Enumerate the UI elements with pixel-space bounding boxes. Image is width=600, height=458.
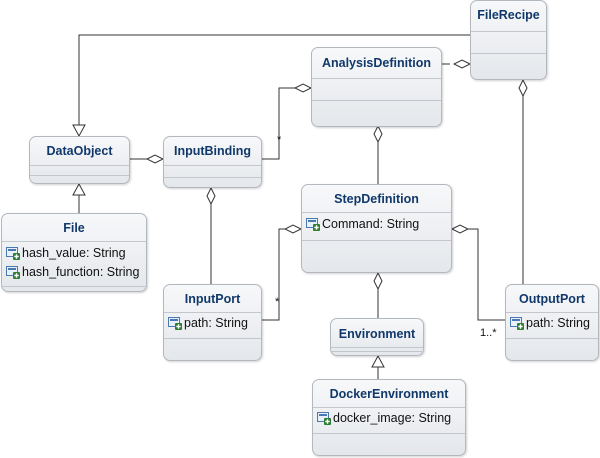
attribute-row[interactable]: hash_value: String xyxy=(6,246,144,260)
attribute-icon xyxy=(306,217,320,231)
class-outputport-title: OutputPort xyxy=(519,292,585,306)
class-outputport-separator xyxy=(506,338,598,339)
diamond-inputbinding xyxy=(145,154,165,164)
class-environment-separator xyxy=(331,351,423,352)
attribute-icon xyxy=(317,411,331,425)
class-inputbinding-title: InputBinding xyxy=(173,144,252,158)
class-stepdefinition[interactable]: StepDefinition Command: String xyxy=(301,184,452,273)
class-file-separator xyxy=(2,286,146,287)
attribute-text: docker_image: String xyxy=(333,411,452,425)
class-inputport-separator xyxy=(164,312,261,313)
multiplicity-outputport-step: 1..* xyxy=(480,327,497,339)
class-environment-separator xyxy=(331,347,423,348)
diamond-filerecipe-bottom xyxy=(518,78,528,98)
class-file-title: File xyxy=(63,221,85,235)
class-dataobject-title: DataObject xyxy=(46,144,113,158)
class-inputport[interactable]: InputPort path: String xyxy=(163,284,262,361)
attribute-icon xyxy=(168,316,182,330)
class-filerecipe[interactable]: FileRecipe xyxy=(470,0,547,80)
dataobject-top-triangle xyxy=(72,124,86,138)
dataobject-bottom-triangle xyxy=(72,182,86,196)
attribute-text: Command: String xyxy=(322,217,420,231)
class-analysisdefinition-separator xyxy=(312,100,441,101)
diamond-inputbinding-bottom xyxy=(206,186,216,206)
class-stepdefinition-separator xyxy=(302,240,451,241)
class-analysisdefinition-title: AnalysisDefinition xyxy=(321,56,432,70)
class-file-separator xyxy=(2,241,146,242)
class-analysisdefinition[interactable]: AnalysisDefinition xyxy=(311,47,442,127)
attribute-row[interactable]: path: String xyxy=(510,316,596,330)
environment-bottom-triangle xyxy=(371,354,385,368)
class-dockerenvironment-separator xyxy=(313,407,465,408)
class-dockerenvironment-title: DockerEnvironment xyxy=(329,387,449,401)
analysis-inputbinding-aggregation xyxy=(262,87,295,160)
attribute-icon xyxy=(6,246,20,260)
attribute-icon xyxy=(6,265,20,279)
class-dataobject-separator xyxy=(30,165,129,166)
class-filerecipe-separator xyxy=(471,53,546,54)
class-environment-title: Environment xyxy=(338,327,416,341)
attribute-row[interactable]: Command: String xyxy=(306,217,449,231)
class-dataobject-separator xyxy=(30,175,129,176)
class-inputport-separator xyxy=(164,338,261,339)
attribute-row[interactable]: hash_function: String xyxy=(6,265,144,279)
diamond-analysis-bottom xyxy=(373,124,383,144)
step-inputport-aggregation xyxy=(262,228,285,321)
multiplicity-inputport-step: * xyxy=(275,296,280,308)
attribute-row[interactable]: docker_image: String xyxy=(317,411,463,425)
class-outputport[interactable]: OutputPort path: String xyxy=(505,284,599,361)
class-filerecipe-title: FileRecipe xyxy=(477,8,540,22)
diamond-step-right xyxy=(450,224,470,234)
class-dockerenvironment-separator xyxy=(313,433,465,434)
class-dataobject[interactable]: DataObject xyxy=(29,136,130,184)
attribute-text: hash_value: String xyxy=(22,246,126,260)
class-stepdefinition-title: StepDefinition xyxy=(334,192,419,206)
class-outputport-separator xyxy=(506,312,598,313)
class-analysisdefinition-separator xyxy=(312,78,441,79)
diamond-step-bottom xyxy=(373,271,383,291)
diamond-filerecipe-left xyxy=(452,59,472,69)
class-stepdefinition-separator xyxy=(302,212,451,213)
attribute-text: path: String xyxy=(184,316,248,330)
attribute-text: hash_function: String xyxy=(22,265,140,279)
attribute-text: path: String xyxy=(526,316,590,330)
class-inputbinding-separator xyxy=(164,177,261,178)
class-inputbinding-separator xyxy=(164,165,261,166)
class-inputport-title: InputPort xyxy=(184,292,241,306)
class-environment[interactable]: Environment xyxy=(330,318,424,356)
step-outputport-aggregation xyxy=(468,228,505,321)
filerecipe-dataobject-generalization xyxy=(78,34,470,125)
diamond-step-left xyxy=(283,224,303,234)
diamond-analysis-left xyxy=(293,83,313,93)
class-inputbinding[interactable]: InputBinding xyxy=(163,136,262,188)
class-filerecipe-separator xyxy=(471,31,546,32)
attribute-icon xyxy=(510,316,524,330)
multiplicity-inputbinding-analysis: * xyxy=(277,134,282,146)
class-dockerenvironment[interactable]: DockerEnvironment docker_image: String xyxy=(312,379,466,456)
attribute-row[interactable]: path: String xyxy=(168,316,259,330)
class-file[interactable]: File hash_value: String hash_function: S… xyxy=(1,213,147,292)
